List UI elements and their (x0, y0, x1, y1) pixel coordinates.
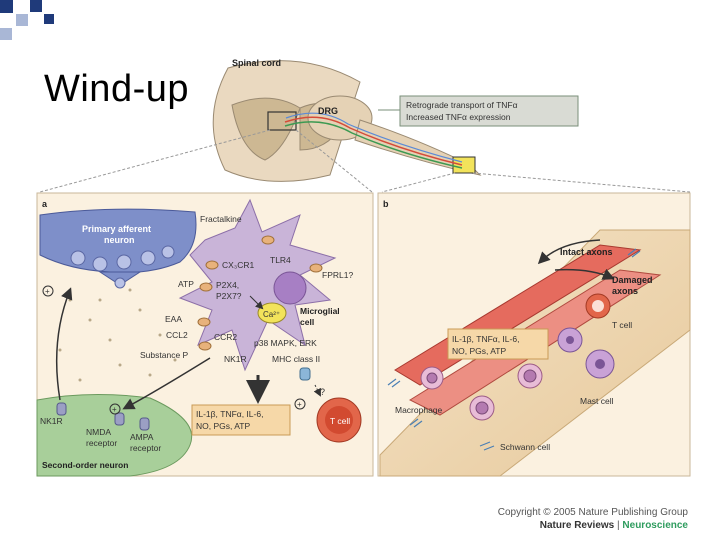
schwann-cells (387, 248, 641, 451)
primary-afferent-label-2: neuron (104, 235, 135, 245)
nk1r-microglia-label: NK1R (224, 354, 247, 364)
ccl2-label: CCL2 (166, 330, 188, 340)
journal-separator: | (617, 520, 620, 531)
panel-b-letter: b (383, 199, 389, 209)
zoom-box-a (267, 111, 297, 131)
retrograde-line-2: Increased TNFα expression (406, 112, 511, 122)
primary-afferent-label-1: Primary afferent (82, 224, 151, 234)
macrophage-label: Macrophage (395, 405, 443, 415)
nmda-label-2: receptor (86, 438, 117, 448)
ampa-label-2: receptor (130, 443, 161, 453)
fprl1-label: FPRL1? (322, 270, 353, 280)
t-cell-b-label: T cell (612, 320, 632, 330)
drg-label: DRG (318, 106, 338, 116)
panel-b (377, 192, 691, 477)
plus-sign-1: + (45, 287, 50, 296)
retrograde-box (399, 95, 579, 127)
decor-square-4 (0, 28, 12, 40)
decor-square-1 (0, 0, 13, 13)
copyright-line: Copyright © 2005 Nature Publishing Group (497, 507, 688, 518)
question-label: ? (320, 387, 325, 397)
cytokine-box-a (191, 404, 291, 436)
atp-label: ATP (178, 279, 194, 289)
decor-square-2 (16, 14, 28, 26)
mast-cell-label: Mast cell (580, 396, 614, 406)
plus-sign-3: + (297, 400, 302, 409)
microglial-label-2: cell (300, 317, 314, 327)
ampa-label-1: AMPA (130, 432, 154, 442)
spinal-cord-illustration (212, 60, 482, 182)
calcium-store (257, 302, 287, 324)
mhc-label: MHC class II (272, 354, 320, 364)
p2x4-label: P2X4, (216, 280, 239, 290)
microglial-label-1: Microglial (300, 306, 340, 316)
microglia-nucleus (273, 271, 307, 305)
intact-axons-label: Intact axons (560, 247, 613, 257)
spinal-cord-label: Spinal cord (232, 58, 281, 68)
substance-p-label: Substance P (140, 350, 189, 360)
decor-square-3 (30, 0, 42, 12)
ccr2-label: CCR2 (214, 332, 237, 342)
p2x7-label: P2X7? (216, 291, 242, 301)
damaged-axons-label-1: Damaged (612, 275, 653, 285)
plus-sign-2: + (112, 405, 117, 414)
damaged-axons-label-2: axons (612, 286, 638, 296)
eaa-label: EAA (165, 314, 182, 324)
journal-section: Neuroscience (622, 520, 688, 531)
t-cell-a-label: T cell (330, 416, 350, 426)
tlr4-label: TLR4 (270, 255, 291, 265)
journal-line: Nature Reviews | Neuroscience (498, 519, 688, 532)
mhc-receptor (299, 367, 311, 381)
p38-label: p38 MAPK, ERK (254, 338, 317, 348)
second-order-label: Second-order neuron (42, 460, 128, 470)
cytokines-b-label-1: IL-1β, TNFα, IL-6, (452, 334, 519, 344)
second-order-neuron (36, 393, 192, 477)
decor-square-5 (44, 14, 54, 24)
microglial-cell (178, 198, 337, 372)
cytokines-b-label-2: NO, PGs, ATP (452, 346, 506, 356)
copyright-credit: Copyright © 2005 Nature Publishing Group… (498, 506, 688, 532)
retrograde-line-1: Retrograde transport of TNFα (406, 100, 518, 110)
panel-a (36, 192, 374, 477)
panel-a-letter: a (42, 199, 48, 209)
zoom-box-b (452, 156, 476, 174)
nk1r-neuron-label: NK1R (40, 416, 63, 426)
slide-title: Wind-up (44, 68, 189, 110)
nmda-label-1: NMDA (86, 427, 111, 437)
cytokines-a-label-2: NO, PGs, ATP (196, 421, 250, 431)
calcium-label: Ca²⁺ (263, 310, 280, 319)
cx3cr1-label: CX₃CR1 (222, 260, 255, 270)
journal-name: Nature Reviews (539, 520, 615, 531)
fractalkine-label: Fractalkine (200, 214, 242, 224)
cytokine-box-b (447, 328, 549, 360)
cytokines-a-label-1: IL-1β, TNFα, IL-6, (196, 409, 263, 419)
schwann-cell-label: Schwann cell (500, 442, 550, 452)
